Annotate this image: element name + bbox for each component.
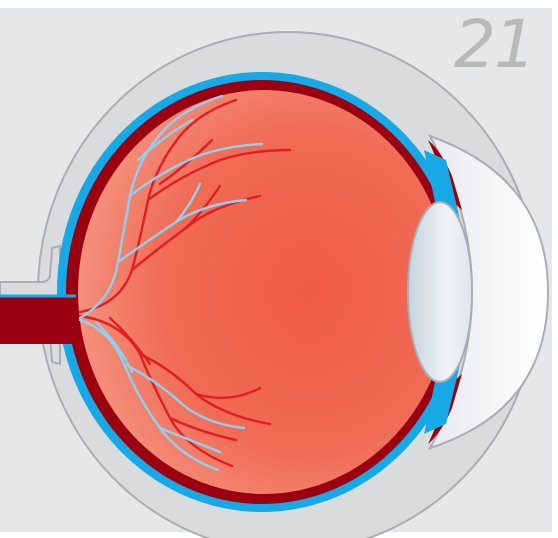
figure-number: 21 xyxy=(454,12,534,78)
lens xyxy=(408,202,472,382)
optic-nerve-core xyxy=(0,296,80,344)
